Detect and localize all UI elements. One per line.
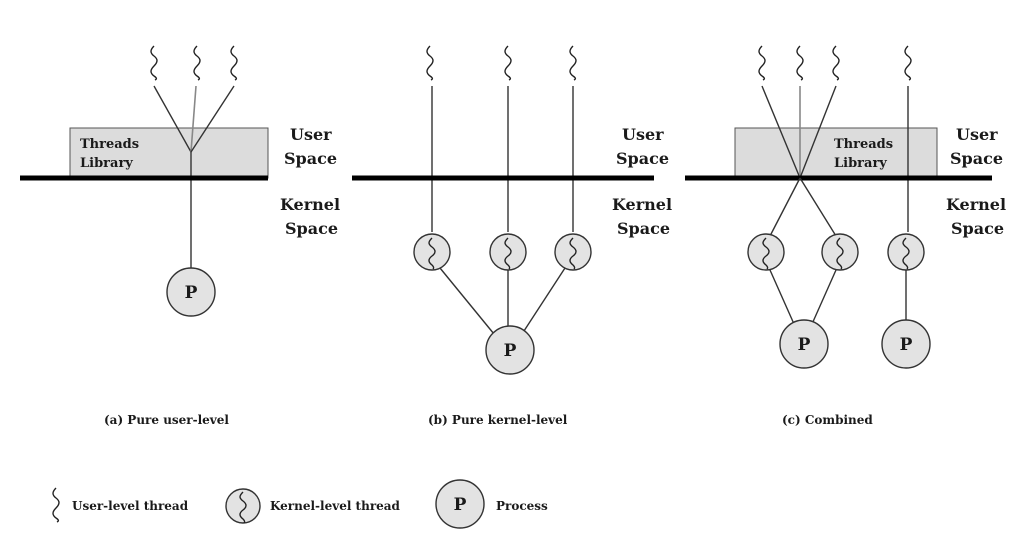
user-space-label-line2: Space bbox=[950, 149, 1003, 168]
user-thread-icon bbox=[150, 45, 158, 81]
process-circle bbox=[435, 479, 485, 529]
user-thread-icon bbox=[230, 45, 238, 81]
kernel-space-label-line1: Kernel bbox=[946, 195, 1006, 214]
caption-combined: (c) Combined bbox=[782, 413, 873, 427]
user-thread-icon bbox=[758, 45, 766, 81]
kernel-space-label-line2: Space bbox=[951, 219, 1004, 238]
user-thread-icon bbox=[904, 45, 912, 81]
caption-pure-user-level: (a) Pure user-level bbox=[104, 413, 229, 427]
user-thread-icon bbox=[832, 45, 840, 81]
kernel-space-label-line2: Space bbox=[285, 219, 338, 238]
kernel-thread-icon bbox=[554, 233, 592, 271]
user-space-label-line1: User bbox=[956, 125, 998, 144]
user-thread-icon bbox=[426, 45, 434, 81]
legend-process-symbol: P bbox=[454, 495, 467, 515]
threads-library-box bbox=[69, 127, 269, 179]
process-label: P bbox=[504, 341, 517, 361]
process-circle bbox=[881, 319, 931, 369]
kernel-space-label-line1: Kernel bbox=[612, 195, 672, 214]
threads-library-label-line2: Library bbox=[834, 156, 887, 171]
user-thread-icon bbox=[52, 487, 60, 523]
kernel-thread-icon bbox=[489, 233, 527, 271]
process-label: P bbox=[798, 335, 811, 355]
threads-library-label-line1: Threads bbox=[834, 137, 893, 152]
threads-library-label-line2: Library bbox=[80, 156, 133, 171]
legend-kernel-thread-label: Kernel-level thread bbox=[270, 499, 401, 513]
kernel-thread-icon bbox=[821, 233, 859, 271]
user-thread-icon bbox=[193, 45, 201, 81]
legend-user-thread-label: User-level thread bbox=[72, 499, 189, 513]
kernel-thread-icon bbox=[413, 233, 451, 271]
caption-pure-kernel-level: (b) Pure kernel-level bbox=[428, 413, 568, 427]
user-thread-icon bbox=[569, 45, 577, 81]
user-thread-icon bbox=[504, 45, 512, 81]
process-circle bbox=[485, 325, 535, 375]
process-label: P bbox=[185, 283, 198, 303]
user-space-label-line2: Space bbox=[284, 149, 337, 168]
process-circle bbox=[779, 319, 829, 369]
panel-pure-kernel-level: User Space Kernel Space P (b) Pure kerne… bbox=[352, 45, 672, 427]
user-thread-icon bbox=[796, 45, 804, 81]
user-space-label-line1: User bbox=[290, 125, 332, 144]
process-label: P bbox=[900, 335, 913, 355]
panel-pure-user-level: Threads Library User Space Kernel Space … bbox=[20, 45, 340, 427]
kernel-space-label-line2: Space bbox=[617, 219, 670, 238]
kernel-thread-icon bbox=[887, 233, 925, 271]
panel-combined: Threads Library User Space Kernel Space bbox=[685, 45, 1006, 427]
user-space-label-line1: User bbox=[622, 125, 664, 144]
user-space-label-line2: Space bbox=[616, 149, 669, 168]
kernel-space-label-line1: Kernel bbox=[280, 195, 340, 214]
threads-library-label-line1: Threads bbox=[80, 137, 139, 152]
process-circle bbox=[166, 267, 216, 317]
kernel-thread-icon bbox=[747, 233, 785, 271]
legend-process-label: Process bbox=[496, 499, 548, 513]
kernel-thread-icon bbox=[225, 488, 261, 524]
legend: User-level thread Kernel-level thread P … bbox=[52, 479, 548, 529]
